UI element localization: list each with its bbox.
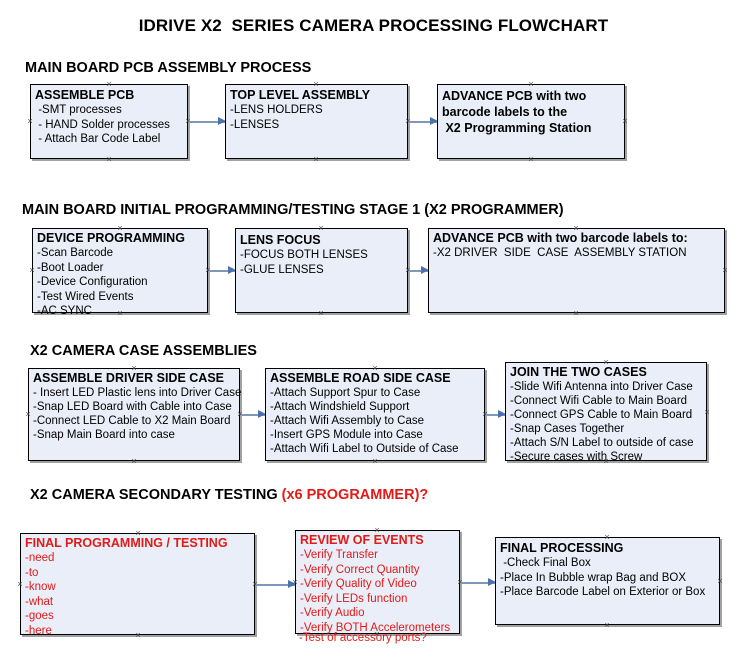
box-title: JOIN THE TWO CASES [510, 365, 647, 379]
box-overflow-line: -Test of accessory ports? [299, 632, 427, 644]
box-line: -goes [25, 610, 54, 622]
box-line: barcode labels to the [442, 105, 568, 119]
connector-arrow [189, 117, 226, 126]
box-line: -Slide Wifi Antenna into Driver Case [510, 381, 693, 393]
box-line: -LENS HOLDERS [230, 104, 323, 116]
box-title: REVIEW OF EVENTS [300, 533, 424, 547]
section-heading-4-accent: (x6 PROGRAMMER)? [281, 487, 429, 503]
process-box-review-of-events[interactable]: REVIEW OF EVENTS -Verify Transfer -Verif… [295, 530, 460, 634]
process-box-assemble-driver-side-case[interactable]: ASSEMBLE DRIVER SIDE CASE - Insert LED P… [28, 368, 242, 461]
connector-arrow [209, 266, 236, 275]
box-line: -Check Final Box [500, 557, 591, 569]
box-line: - HAND Solder processes [35, 118, 170, 131]
box-line: -Place Barcode Label on Exterior or Box [500, 586, 706, 598]
box-line: -Device Configuration [37, 276, 148, 288]
box-line: -Connect GPS Cable to Main Board [510, 409, 693, 421]
box-title: FINAL PROGRAMMING / TESTING [25, 536, 228, 550]
box-title: DEVICE PROGRAMMING [37, 231, 185, 245]
box-line: -Attach Support Spur to Case [270, 387, 421, 399]
connector-arrow [256, 580, 296, 589]
box-line: -Attach Wifi Assembly to Case [270, 415, 425, 427]
connector-arrow [461, 578, 496, 587]
section-heading-1: MAIN BOARD PCB ASSEMBLY PROCESS [25, 60, 312, 76]
section-heading-2: MAIN BOARD INITIAL PROGRAMMING/TESTING S… [22, 202, 564, 218]
connector-arrow [486, 410, 506, 419]
connector-arrow [241, 410, 266, 419]
box-line: -know [25, 581, 56, 593]
box-title: ADVANCE PCB with two [442, 89, 587, 103]
box-line: X2 Programming Station [442, 121, 592, 135]
box-line: -Verify Correct Quantity [300, 563, 420, 576]
box-title: ASSEMBLE DRIVER SIDE CASE [33, 371, 225, 385]
box-line: -Attach S/N Label to outside of case [510, 437, 694, 449]
process-box-lens-focus[interactable]: LENS FOCUS -FOCUS BOTH LENSES -GLUE LENS… [235, 228, 408, 313]
process-box-join-the-two-cases[interactable]: JOIN THE TWO CASES -Slide Wifi Antenna i… [505, 362, 707, 463]
process-box-advance-pcb-driver-side[interactable]: ADVANCE PCB with two barcode labels to: … [428, 228, 725, 313]
process-box-assemble-road-side-case[interactable]: ASSEMBLE ROAD SIDE CASE -Attach Support … [265, 368, 485, 461]
box-line: -Snap Cases Together [510, 423, 625, 435]
section-heading-4: X2 CAMERA SECONDARY TESTING (x6 PROGRAMM… [30, 487, 428, 503]
box-title: LENS FOCUS [240, 233, 321, 247]
box-line: -Insert GPS Module into Case [270, 429, 423, 441]
box-line: -need [25, 552, 55, 564]
box-title: FINAL PROCESSING [500, 541, 624, 555]
connector-arrow [409, 266, 429, 275]
box-line: -SMT processes [35, 104, 122, 116]
section-heading-3: X2 CAMERA CASE ASSEMBLIES [30, 343, 257, 359]
box-line: -Scan Barcode [37, 247, 114, 259]
box-line: - Insert LED Plastic lens into Driver Ca… [33, 387, 242, 399]
box-line: -Secure cases with Screw [510, 451, 643, 463]
box-line: -Verify BOTH Accelerometers [300, 621, 451, 634]
box-line: -Snap Main Board into case [33, 429, 175, 441]
page-title: IDRIVE X2 SERIES CAMERA PROCESSING FLOWC… [138, 16, 609, 35]
box-line: -to [25, 566, 39, 579]
box-line: -Connect Wifi Cable to Main Board [510, 395, 688, 407]
process-box-advance-pcb-station[interactable]: ADVANCE PCB with two barcode labels to t… [437, 84, 625, 159]
process-box-assemble-pcb[interactable]: ASSEMBLE PCB -SMT processes - HAND Solde… [30, 84, 188, 159]
box-line: -what [25, 595, 54, 608]
box-line: -Verify Audio [300, 607, 365, 619]
box-line: -FOCUS BOTH LENSES [240, 249, 368, 261]
process-box-final-processing[interactable]: FINAL PROCESSING -Check Final Box -Place… [495, 537, 720, 625]
section-heading-4-main: X2 CAMERA SECONDARY TESTING [30, 487, 282, 503]
box-line: -Place In Bubble wrap Bag and BOX [500, 571, 687, 584]
box-line: -Test Wired Events [37, 290, 134, 303]
box-line: -Attach Wifi Label to Outside of Case [270, 443, 459, 455]
box-line: -LENSES [230, 118, 280, 131]
box-line: -Connect LED Cable to X2 Main Board [33, 415, 231, 427]
box-line: -GLUE LENSES [240, 263, 324, 276]
box-line: -AC SYNC [37, 305, 92, 317]
process-box-final-programming-testing[interactable]: FINAL PROGRAMMING / TESTING -need -to -k… [20, 533, 255, 637]
box-title: ASSEMBLE PCB [35, 88, 135, 102]
box-title: ASSEMBLE ROAD SIDE CASE [270, 371, 451, 385]
process-box-device-programming[interactable]: DEVICE PROGRAMMING -Scan Barcode -Boot L… [32, 228, 208, 317]
box-line: - Attach Bar Code Label [35, 133, 161, 145]
box-line: -Verify Quality of Video [300, 578, 417, 590]
box-line: -Verify Transfer [300, 549, 378, 561]
box-line: -X2 DRIVER SIDE CASE ASSEMBLY STATION [433, 247, 687, 259]
box-line: -Boot Loader [37, 261, 104, 274]
box-line: -Verify LEDs function [300, 592, 408, 605]
process-box-top-level-assembly[interactable]: TOP LEVEL ASSEMBLY -LENS HOLDERS -LENSES [225, 84, 408, 159]
box-line: -Attach Windshield Support [270, 401, 410, 413]
connector-arrow [409, 117, 438, 126]
box-line: -Snap LED Board with Cable into Case [33, 401, 232, 413]
box-title: ADVANCE PCB with two barcode labels to: [433, 231, 688, 245]
box-line: -here [25, 624, 52, 637]
box-title: TOP LEVEL ASSEMBLY [230, 88, 371, 102]
